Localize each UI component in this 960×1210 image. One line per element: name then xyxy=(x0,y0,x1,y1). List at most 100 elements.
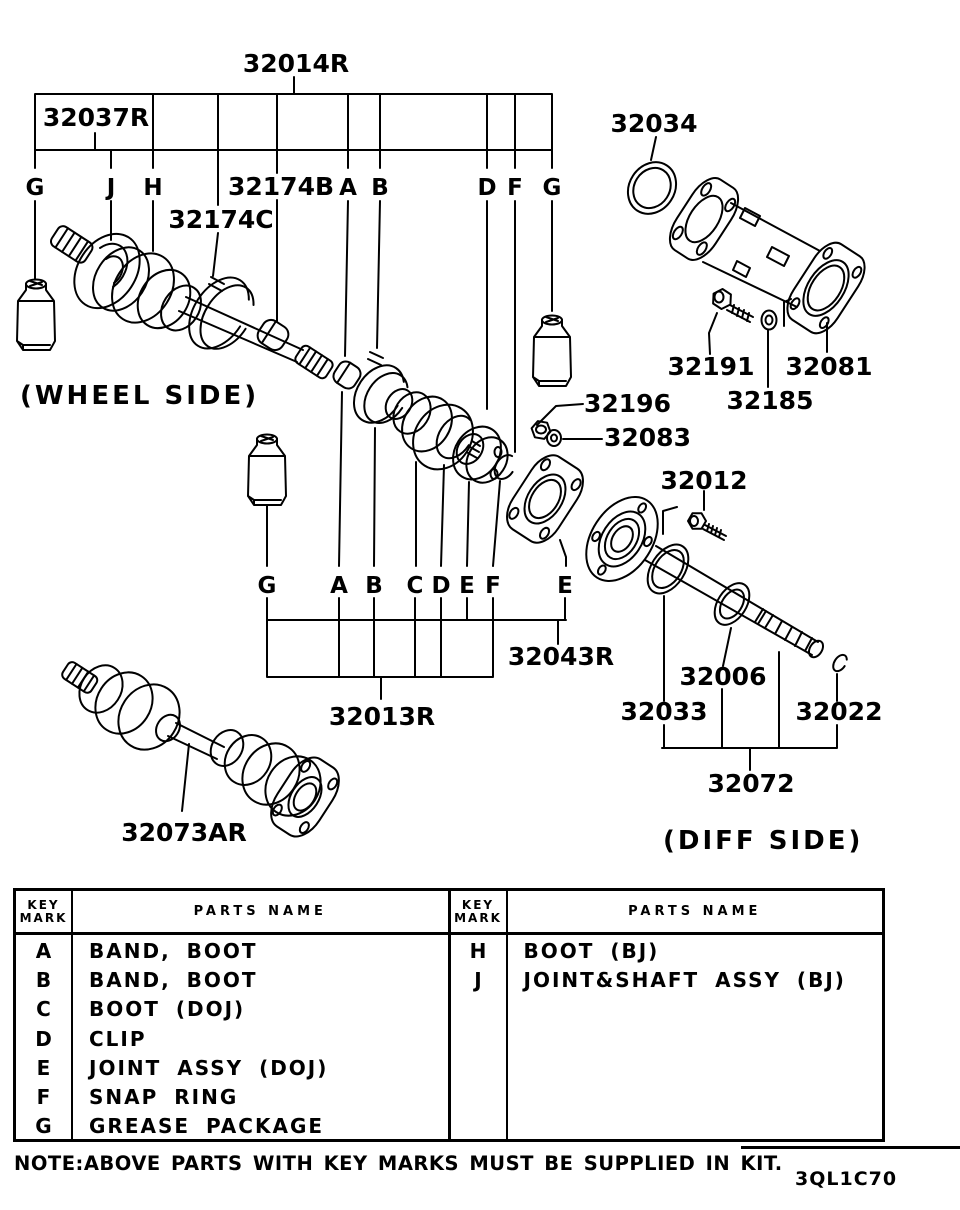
washer-32083 xyxy=(546,429,562,447)
label-32014r: 32014R xyxy=(243,49,349,78)
label-wheel-side: (WHEEL SIDE) xyxy=(20,381,259,411)
key-top-b: B xyxy=(371,175,389,201)
label-32022: 32022 xyxy=(796,697,883,726)
companion-flange-e xyxy=(499,448,591,550)
key-top-g1: G xyxy=(26,175,45,201)
parts-name-cell: JOINT ASSY (DOJ) xyxy=(89,1055,329,1080)
parts-name-cell: JOINT&SHAFT ASSY (BJ) xyxy=(523,968,846,993)
key-header-line1: KEY xyxy=(461,897,495,912)
nut-32196 xyxy=(530,420,552,440)
doj-boot xyxy=(384,388,474,471)
key-mark-cell: F xyxy=(36,1084,51,1109)
label-32012: 32012 xyxy=(661,466,748,495)
key-mid-c: C xyxy=(407,573,424,599)
key-mark-cell: A xyxy=(35,939,52,963)
key-header-line2: MARK xyxy=(454,910,502,925)
parts-name-cell: BOOT (BJ) xyxy=(523,939,660,963)
label-32081: 32081 xyxy=(786,352,873,381)
exploded-diagram: 32014R 32037R 32174B 32174C 32034 32191 … xyxy=(16,49,883,856)
doj-joint-assy xyxy=(452,425,509,484)
key-top-a: A xyxy=(339,175,357,201)
parts-name-cell: BAND, BOOT xyxy=(89,939,258,963)
label-32037r: 32037R xyxy=(43,103,149,132)
key-mark-table-left: KEY MARK PARTS NAME A B C D E F G BAND, … xyxy=(16,891,448,1142)
label-32043r: 32043R xyxy=(508,642,614,671)
band-a xyxy=(332,360,362,390)
top-bracket-lines xyxy=(34,76,553,151)
grease-bottle-right xyxy=(532,314,572,387)
key-mark-cell: G xyxy=(35,1114,52,1139)
key-header-line1: KEY xyxy=(27,897,60,912)
key-mark-header-left: KEY MARK xyxy=(16,891,73,932)
parts-name-cell: GREASE PACKAGE xyxy=(89,1114,325,1139)
key-top-j: J xyxy=(105,175,116,201)
label-32034: 32034 xyxy=(611,109,698,138)
clip-d xyxy=(435,414,475,460)
key-mark-cell: J xyxy=(474,968,482,993)
shaft-band-32174b xyxy=(256,318,290,352)
rear-shaft-leaders xyxy=(661,490,838,771)
key-top-d: D xyxy=(477,175,496,201)
housing-right-flange-32081 xyxy=(780,236,873,340)
label-32033: 32033 xyxy=(621,697,708,726)
parts-name-header-right: PARTS NAME xyxy=(628,904,762,919)
key-mark-cell: H xyxy=(469,939,487,963)
parts-name-cell: CLIP xyxy=(89,1026,147,1051)
key-column-left: A B C D E F G xyxy=(16,935,73,1142)
grease-bottle-left xyxy=(16,278,56,351)
parts-name-cell: BOOT (DOJ) xyxy=(89,997,246,1022)
output-shaft xyxy=(644,545,819,656)
key-mark-header-right: KEY MARK xyxy=(451,891,508,932)
housing-left-flange xyxy=(662,171,746,267)
oil-seal-32034 xyxy=(618,153,685,223)
kit-note: NOTE:ABOVE PARTS WITH KEY MARKS MUST BE … xyxy=(14,1152,783,1175)
key-mark-table-right: KEY MARK PARTS NAME H J BOOT (BJ) JOINT&… xyxy=(447,891,882,1139)
label-32073ar: 32073AR xyxy=(121,818,247,847)
label-32191: 32191 xyxy=(668,352,755,381)
key-top-f: F xyxy=(507,175,523,201)
shaft-spline-end xyxy=(294,344,334,380)
retainer-32033 xyxy=(639,537,696,601)
key-mark-cell: D xyxy=(35,1026,52,1051)
key-mid-e2: E xyxy=(557,573,573,599)
circlip-32022 xyxy=(830,652,849,673)
grease-bottle-mid xyxy=(247,433,287,506)
footer-rule xyxy=(741,1146,960,1149)
band-b xyxy=(352,351,409,424)
label-32196: 32196 xyxy=(584,389,671,418)
bj-spline-stub xyxy=(49,225,94,264)
top-column-leaders xyxy=(34,149,553,453)
bolt-32012 xyxy=(687,512,727,541)
label-32072: 32072 xyxy=(708,769,795,798)
key-top-h: H xyxy=(143,175,162,201)
label-32174c: 32174C xyxy=(168,205,273,234)
label-32185: 32185 xyxy=(727,386,814,415)
parts-name-header-left: PARTS NAME xyxy=(193,904,327,919)
axle-32073ar xyxy=(61,661,347,844)
key-column-right: H J xyxy=(451,935,508,1139)
key-top-g2: G xyxy=(543,175,562,201)
key-mid-d: D xyxy=(431,573,450,599)
key-mid-a: A xyxy=(330,573,348,599)
bolt-32191 xyxy=(712,288,754,323)
key-mark-cell: B xyxy=(35,968,52,993)
parts-name-cell: BAND, BOOT xyxy=(89,968,258,993)
output-shaft-end xyxy=(807,639,825,659)
key-mid-f: F xyxy=(485,573,501,599)
label-32083: 32083 xyxy=(604,423,691,452)
key-mid-g: G xyxy=(258,573,277,599)
label-diff-side: (DIFF SIDE) xyxy=(663,826,863,856)
bj-joint-housing xyxy=(73,232,150,312)
parts-name-column-left: BAND, BOOT BAND, BOOT BOOT (DOJ) CLIP JO… xyxy=(73,935,448,1141)
key-mid-b: B xyxy=(365,573,383,599)
housing-barrel xyxy=(702,202,821,308)
doc-code: 3QL1C70 xyxy=(795,1168,898,1190)
key-mark-table: KEY MARK PARTS NAME A B C D E F G BAND, … xyxy=(13,888,885,1142)
label-32013r: 32013R xyxy=(329,702,435,731)
key-mark-cell: C xyxy=(36,997,51,1022)
mid-column-leaders xyxy=(266,391,567,700)
output-flange xyxy=(571,484,672,594)
label-32174b: 32174B xyxy=(228,172,334,201)
snap-ring-f xyxy=(493,454,517,480)
